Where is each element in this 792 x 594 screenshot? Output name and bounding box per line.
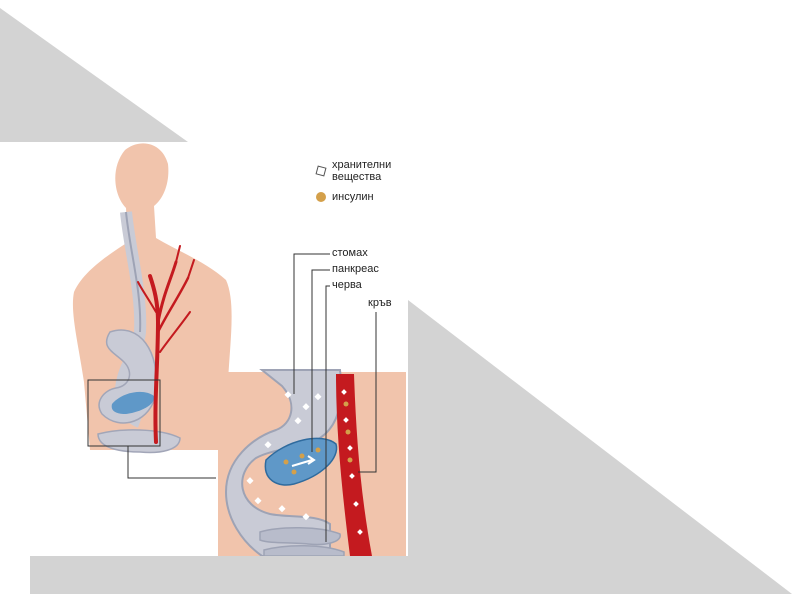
legend-nutrients-line1: хранителни: [332, 159, 392, 171]
bottom-right-gray-triangle: [30, 300, 792, 594]
insulin-particles: [283, 401, 353, 475]
digestion-illustration-panel: хранителни вещества инсулин стомах панкр…: [30, 142, 408, 556]
secretion-arrow: [291, 455, 316, 467]
zoom-connector: [127, 446, 216, 479]
label-stomach: стомах: [332, 247, 368, 259]
top-left-gray-triangle: [0, 8, 188, 142]
legend-insulin: инсулин: [332, 191, 374, 203]
legend-nutrients-line2: вещества: [332, 171, 382, 183]
pancreas-small: [111, 391, 155, 414]
label-blood: кръв: [368, 297, 392, 309]
label-intestines: черва: [332, 279, 362, 291]
nutrient-particles: [246, 389, 363, 535]
blood-vessels: [137, 245, 195, 444]
esophagus-edge: [125, 211, 142, 333]
insulin-legend-marker: [316, 192, 326, 202]
leader-lines: [293, 253, 377, 542]
digestion-illustration: [72, 143, 406, 556]
intestines-large: [259, 527, 345, 556]
label-pancreas: панкреас: [332, 263, 379, 275]
zoom-box: [87, 379, 161, 447]
human-torso: [72, 143, 232, 450]
nutrient-legend-marker: [315, 165, 327, 177]
